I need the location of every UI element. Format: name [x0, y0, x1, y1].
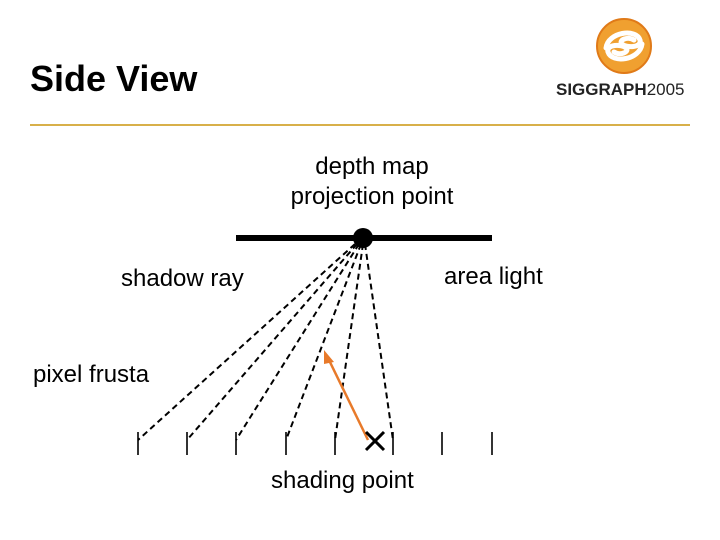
logo-name: SIGGRAPH — [556, 80, 647, 99]
pixel-frusta-label: pixel frusta — [33, 361, 150, 388]
shadow-ray-arrowhead — [324, 350, 334, 364]
siggraph-swirl-icon — [596, 18, 652, 74]
shading-point-label: shading point — [271, 467, 414, 494]
logo-text: SIGGRAPH2005 — [556, 80, 696, 100]
projection-point — [353, 228, 373, 248]
frustum-ray — [235, 243, 360, 441]
frustum-rays — [137, 243, 394, 441]
shading-point-marker — [364, 430, 386, 452]
projection-label-line2: projection point — [290, 183, 454, 210]
frustum-ray — [334, 243, 364, 441]
siggraph-logo: SIGGRAPH2005 — [556, 18, 696, 108]
shadow-ray-arrow — [326, 357, 370, 441]
logo-year: 2005 — [646, 80, 685, 99]
pixel-cells — [137, 432, 493, 455]
frustum-ray — [285, 243, 362, 441]
frustum-ray — [186, 243, 358, 441]
projection-point-label: depth map projection point — [272, 152, 472, 212]
frustum-ray — [364, 243, 394, 441]
frustum-ray — [137, 243, 356, 441]
title-divider — [30, 124, 690, 126]
projection-label-line1: depth map — [315, 153, 429, 180]
slide-title: Side View — [30, 58, 198, 99]
shadow-ray-label: shadow ray — [121, 265, 244, 292]
area-light-label: area light — [444, 263, 543, 290]
